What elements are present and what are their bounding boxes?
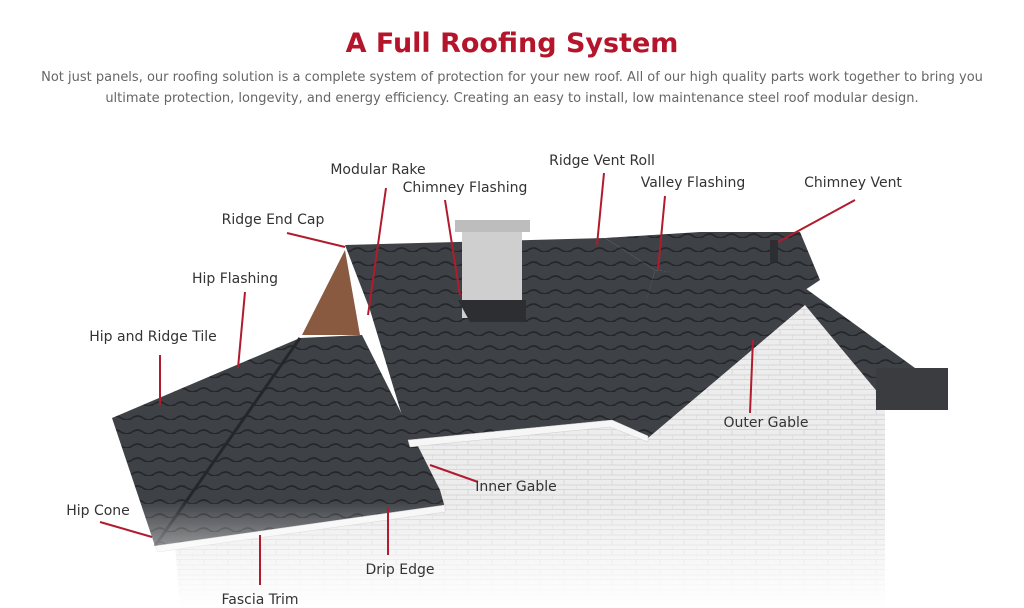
chimney-cap: [455, 220, 530, 232]
label-hip-flashing: Hip Flashing: [191, 271, 279, 287]
label-drip-edge: Drip Edge: [365, 562, 435, 578]
label-outer-gable: Outer Gable: [723, 415, 809, 431]
label-valley-flashing: Valley Flashing: [640, 175, 746, 191]
label-fascia-trim: Fascia Trim: [221, 592, 299, 608]
right-gable-roof: [612, 270, 948, 438]
leader-hip-flashing: [237, 291, 246, 369]
main-roof: [345, 238, 655, 442]
right-fascia: [876, 368, 948, 410]
label-chimney-vent: Chimney Vent: [804, 175, 902, 191]
bottom-fade: [0, 500, 1024, 607]
page-title: A Full Roofing System: [345, 28, 679, 59]
label-modular-rake: Modular Rake: [330, 162, 426, 178]
label-ridge-vent-roll: Ridge Vent Roll: [549, 153, 655, 169]
leader-hip-cone: [99, 521, 153, 538]
leader-ridge-end-cap: [286, 232, 346, 248]
label-hip-and-ridge-tile: Hip and Ridge Tile: [89, 329, 217, 345]
gutter-middle: [407, 419, 649, 448]
leader-outer-gable: [749, 339, 754, 414]
gable-soffit: [302, 250, 360, 335]
hip-roof: [112, 335, 445, 546]
leader-valley-flashing: [657, 195, 666, 271]
label-ridge-end-cap: Ridge End Cap: [221, 212, 325, 228]
back-roof: [605, 232, 820, 290]
label-inner-gable: Inner Gable: [475, 479, 557, 495]
leader-modular-rake: [367, 187, 387, 316]
label-hip-cone: Hip Cone: [66, 503, 130, 519]
leader-chimney-flashing: [444, 199, 461, 296]
leader-inner-gable: [429, 464, 479, 483]
intro-text: Not just panels, our roofing solution is…: [41, 70, 983, 106]
chimney-flashing-shape: [458, 300, 526, 322]
label-chimney-flashing: Chimney Flashing: [402, 180, 528, 196]
chimney-vent-shape: [770, 240, 778, 262]
leader-chimney-vent: [777, 199, 856, 243]
leader-ridge-vent-roll: [596, 172, 605, 246]
